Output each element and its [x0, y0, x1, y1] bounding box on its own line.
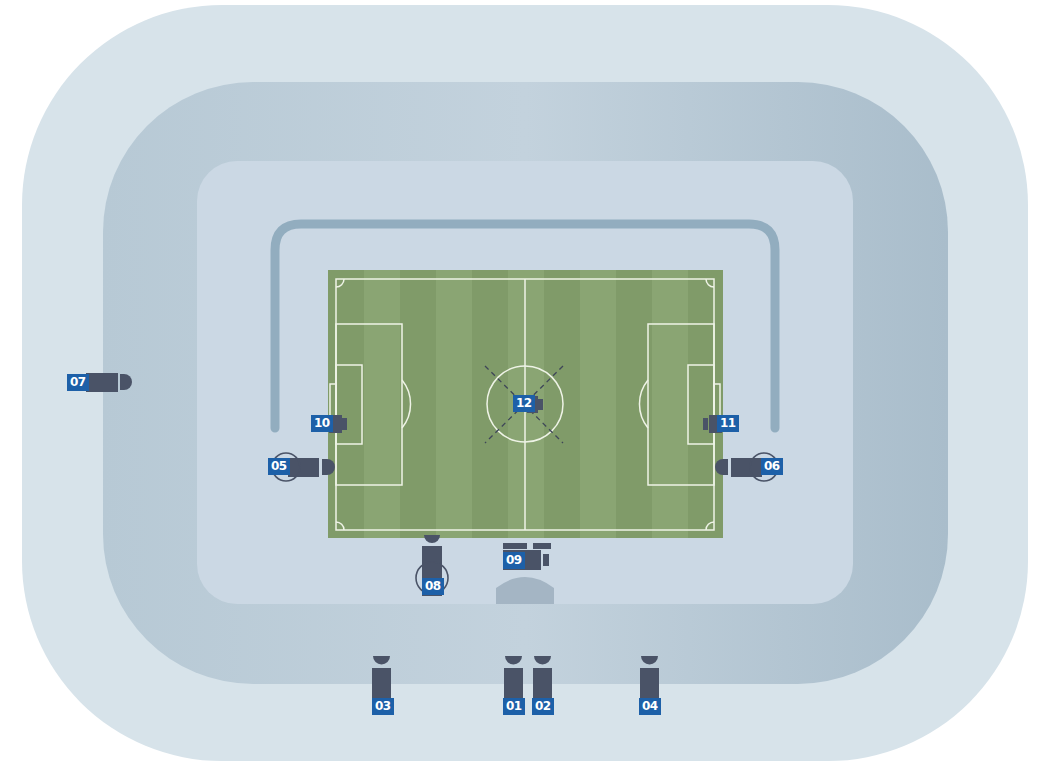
callout-number: 02 [532, 698, 554, 715]
callout-number: 01 [503, 698, 525, 715]
callout-number: 05 [268, 458, 290, 475]
callout-number: 07 [67, 374, 89, 391]
callout-number: 06 [761, 458, 783, 475]
callout-number: 04 [639, 698, 661, 715]
callout-number: 09 [503, 552, 525, 569]
callout-number: 12 [513, 395, 535, 412]
callout-number: 10 [311, 415, 333, 432]
callout-number: 11 [717, 415, 739, 432]
callout-number: 08 [422, 578, 444, 595]
callout-number: 03 [372, 698, 394, 715]
